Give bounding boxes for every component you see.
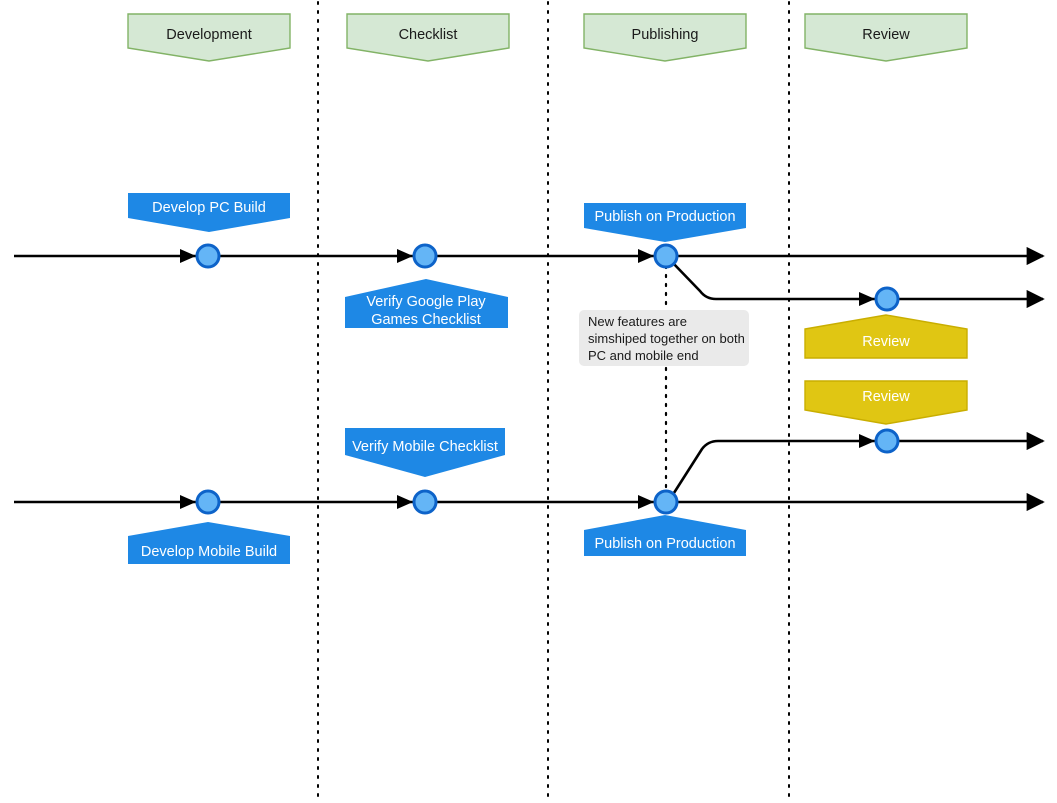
phase-header-publishing-shape — [583, 13, 747, 62]
node-verify-mobile-checklist[interactable] — [412, 489, 438, 515]
phase-header-review-label: Review — [862, 27, 910, 43]
milestone-publish-on-production-mobile[interactable]: Publish on Production — [584, 515, 746, 556]
milestone-develop-mobile-build-shape — [128, 522, 290, 564]
inline-arrowheads — [180, 249, 875, 509]
node-publish-on-production-pc[interactable] — [653, 243, 679, 269]
milestone-develop-mobile-build-label: Develop Mobile Build — [141, 544, 277, 560]
milestone-nodes — [195, 243, 900, 515]
node-review-pc[interactable] — [874, 286, 900, 312]
milestone-publish-on-production-pc[interactable]: Publish on Production — [584, 203, 746, 242]
phase-header-checklist-shape — [346, 13, 510, 62]
phase-header-publishing-label: Publishing — [632, 27, 699, 43]
arrow-into-develop-mobile — [180, 495, 196, 509]
review-badge-mobile-shape — [804, 380, 968, 425]
arrow-into-verify-gp — [397, 249, 413, 263]
simship-note-line3: PC and mobile end — [588, 348, 699, 363]
milestone-develop-mobile-build[interactable]: Develop Mobile Build — [128, 522, 290, 564]
milestone-develop-pc-build-label: Develop PC Build — [152, 200, 266, 216]
phase-header-development-shape — [127, 13, 291, 62]
milestone-verify-mobile-checklist-label: Verify Mobile Checklist — [352, 439, 498, 455]
node-develop-mobile-build[interactable] — [195, 489, 221, 515]
milestone-publish-on-production-mobile-label: Publish on Production — [594, 536, 735, 552]
phase-header-checklist-label: Checklist — [399, 27, 458, 43]
review-badge-pc[interactable]: Review — [804, 314, 968, 359]
phase-header-development-label: Development — [166, 27, 251, 43]
milestone-verify-gp-line2: Games Checklist — [371, 312, 481, 328]
node-publish-on-production-mobile[interactable] — [653, 489, 679, 515]
phase-header-review-shape — [804, 13, 968, 62]
phase-header-publishing[interactable]: Publishing — [583, 13, 747, 62]
milestone-develop-pc-build[interactable]: Develop PC Build — [128, 193, 290, 232]
review-badge-pc-shape — [804, 314, 968, 359]
phase-header-development[interactable]: Development — [127, 13, 291, 62]
milestone-verify-mobile-checklist-shape — [345, 428, 505, 477]
arrow-into-verify-mobile — [397, 495, 413, 509]
milestone-verify-gp-line1: Verify Google Play — [366, 294, 486, 310]
pc-branch-line — [671, 261, 1045, 309]
review-badge-mobile[interactable]: Review — [804, 380, 968, 425]
simship-note-line2: simshiped together on both — [588, 331, 745, 346]
node-develop-pc-build[interactable] — [195, 243, 221, 269]
node-verify-google-play-games-checklist[interactable] — [412, 243, 438, 269]
milestone-verify-mobile-checklist[interactable]: Verify Mobile Checklist — [345, 428, 505, 477]
review-badge-mobile-label: Review — [862, 389, 910, 405]
review-badge-pc-label: Review — [862, 334, 910, 350]
milestone-publish-on-production-pc-label: Publish on Production — [594, 209, 735, 225]
simship-note[interactable]: New features are simshiped together on b… — [579, 310, 749, 366]
milestone-publish-on-production-pc-shape — [584, 203, 746, 242]
simship-note-line1: New features are — [588, 314, 687, 329]
milestone-publish-on-production-mobile-shape — [584, 515, 746, 556]
milestone-verify-google-play-games-checklist-shape — [345, 279, 508, 328]
arrow-into-review-mobile — [859, 434, 875, 448]
simship-note-background — [579, 310, 749, 366]
phase-header-review[interactable]: Review — [804, 13, 968, 62]
milestone-develop-pc-build-shape — [128, 193, 290, 232]
mobile-branch-line — [670, 431, 1045, 497]
arrow-into-review-pc — [859, 292, 875, 306]
phase-dividers — [317, 1, 790, 801]
node-review-mobile[interactable] — [874, 428, 900, 454]
milestone-verify-google-play-games-checklist[interactable]: Verify Google Play Games Checklist — [345, 279, 508, 328]
arrow-into-publish-mobile — [638, 495, 654, 509]
phase-header-checklist[interactable]: Checklist — [346, 13, 510, 62]
arrow-into-develop-pc — [180, 249, 196, 263]
arrow-into-publish-pc — [638, 249, 654, 263]
